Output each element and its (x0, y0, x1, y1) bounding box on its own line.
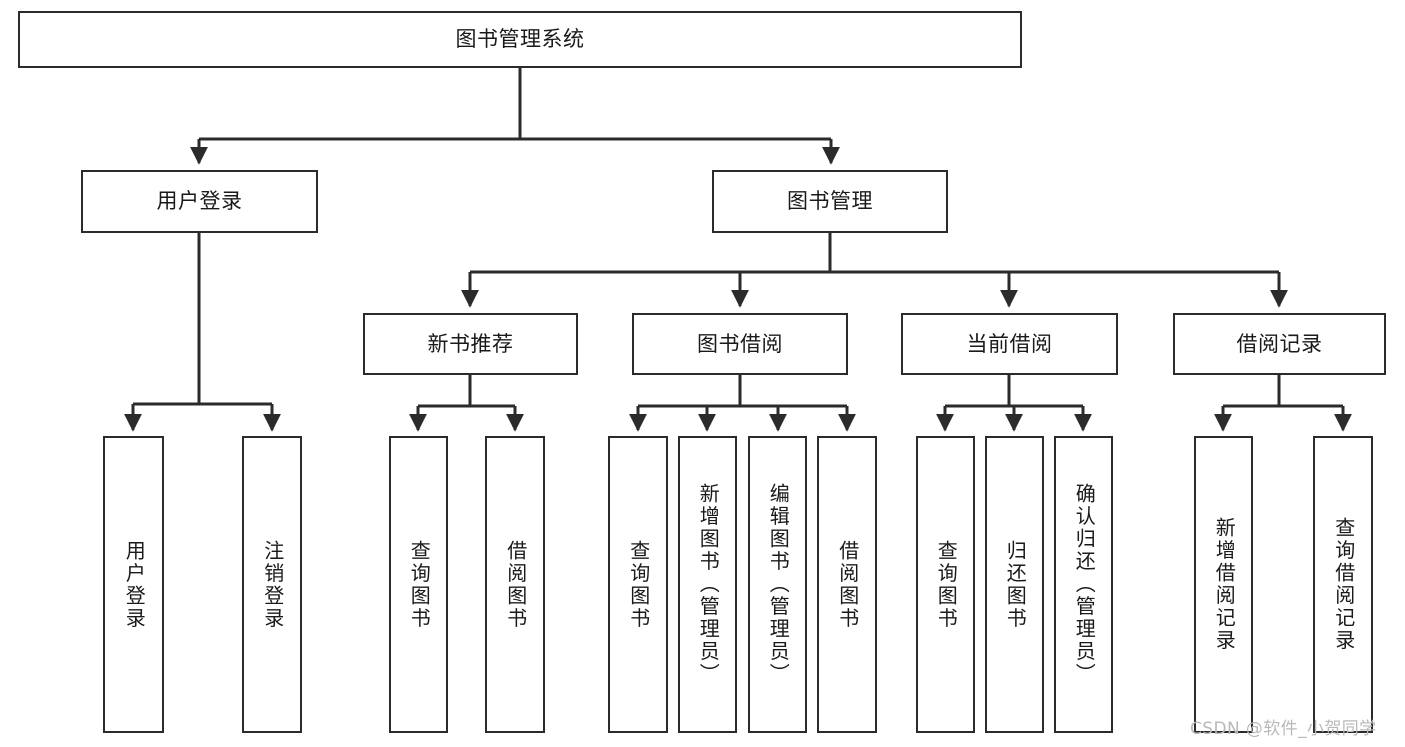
node-user-login[interactable]: 用户登录 (81, 170, 318, 233)
node-book-borrow[interactable]: 图书借阅 (632, 313, 848, 375)
node-user-login-label: 用户登录 (156, 189, 243, 214)
node-leaf-borrow-book-2[interactable]: 借阅图书 (817, 436, 877, 733)
node-leaf-add-book-label: 新增图书（管理员） (696, 483, 721, 686)
node-leaf-edit-book-label: 编辑图书（管理员） (766, 483, 791, 686)
node-leaf-query-book-1[interactable]: 查询图书 (389, 436, 448, 733)
node-root[interactable]: 图书管理系统 (18, 11, 1022, 68)
node-leaf-borrow-book-1-label: 借阅图书 (503, 539, 528, 630)
node-leaf-edit-book[interactable]: 编辑图书（管理员） (748, 436, 807, 733)
node-leaf-query-book-2[interactable]: 查询图书 (608, 436, 668, 733)
node-leaf-user-logout[interactable]: 注销登录 (242, 436, 302, 733)
node-leaf-query-book-3-label: 查询图书 (934, 539, 959, 630)
node-leaf-borrow-book-1[interactable]: 借阅图书 (485, 436, 545, 733)
node-leaf-user-login-label: 用户登录 (122, 539, 147, 630)
node-borrow-records-label: 借阅记录 (1236, 331, 1323, 356)
node-new-book-recommend-label: 新书推荐 (427, 331, 514, 356)
node-leaf-query-record-label: 查询借阅记录 (1331, 517, 1356, 652)
node-book-borrow-label: 图书借阅 (697, 331, 783, 356)
node-leaf-query-book-3[interactable]: 查询图书 (916, 436, 975, 733)
node-current-borrow[interactable]: 当前借阅 (901, 313, 1118, 375)
node-leaf-return-book[interactable]: 归还图书 (985, 436, 1044, 733)
node-leaf-borrow-book-2-label: 借阅图书 (835, 539, 860, 630)
node-book-management[interactable]: 图书管理 (712, 170, 948, 233)
node-leaf-return-book-label: 归还图书 (1003, 539, 1028, 630)
node-leaf-user-login[interactable]: 用户登录 (103, 436, 164, 733)
node-leaf-query-book-2-label: 查询图书 (626, 539, 651, 630)
node-leaf-confirm-return-label: 确认归还（管理员） (1072, 483, 1097, 686)
node-book-management-label: 图书管理 (787, 189, 873, 214)
node-new-book-recommend[interactable]: 新书推荐 (363, 313, 578, 375)
node-leaf-add-book[interactable]: 新增图书（管理员） (678, 436, 737, 733)
node-borrow-records[interactable]: 借阅记录 (1173, 313, 1386, 375)
node-leaf-add-record[interactable]: 新增借阅记录 (1194, 436, 1253, 733)
node-current-borrow-label: 当前借阅 (966, 331, 1053, 356)
node-leaf-add-record-label: 新增借阅记录 (1212, 517, 1237, 652)
node-leaf-query-book-1-label: 查询图书 (407, 539, 432, 630)
node-root-label: 图书管理系统 (455, 27, 585, 52)
node-leaf-query-record[interactable]: 查询借阅记录 (1313, 436, 1373, 733)
node-leaf-user-logout-label: 注销登录 (260, 539, 285, 630)
node-leaf-confirm-return[interactable]: 确认归还（管理员） (1054, 436, 1113, 733)
